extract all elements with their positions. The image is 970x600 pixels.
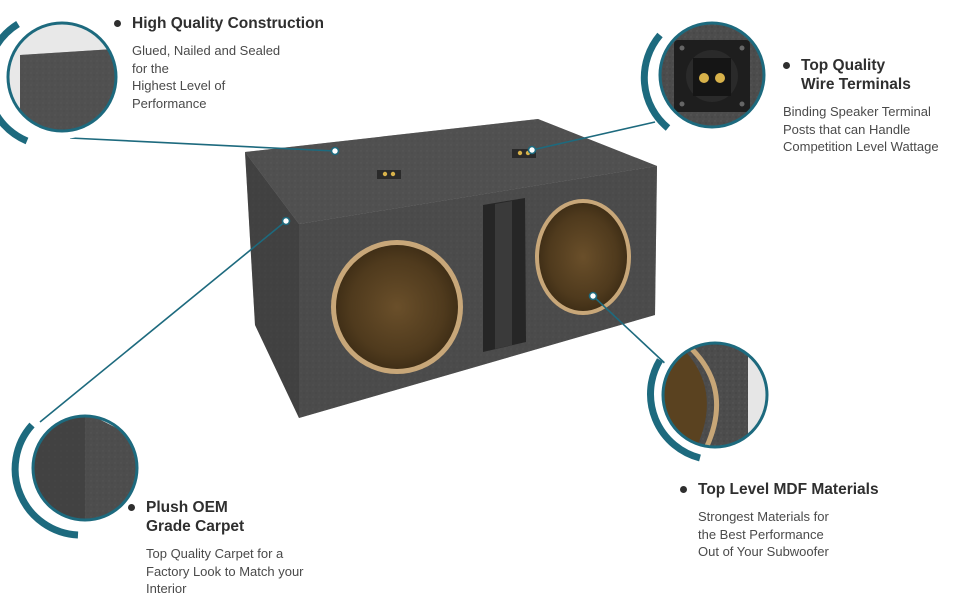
desc-line: Posts that can Handle bbox=[783, 121, 911, 137]
bullet-dot-icon bbox=[680, 486, 687, 493]
terminal-left bbox=[377, 170, 401, 179]
callout-line-carpet bbox=[39, 220, 287, 423]
feature-description: Top Quality Carpet for a Factory Look to… bbox=[128, 545, 304, 598]
feature-construction: High Quality Construction Glued, Nailed … bbox=[114, 14, 324, 112]
title-line: Top Quality bbox=[801, 57, 886, 74]
feature-title: Top Level MDF Materials bbox=[680, 480, 879, 499]
anchor-dot-mdf bbox=[588, 291, 598, 301]
detail-circle-carpet bbox=[11, 408, 145, 539]
desc-line: Strongest Materials for bbox=[698, 509, 829, 524]
feature-terminals: Top Quality Wire Terminals Binding Speak… bbox=[783, 56, 939, 156]
desc-line: Performance bbox=[132, 95, 207, 111]
desc-line: Out of Your Subwoofer bbox=[698, 544, 829, 559]
desc-line: Top Quality Carpet for a bbox=[146, 546, 284, 561]
callout-anchors bbox=[281, 145, 598, 301]
subwoofer-box bbox=[245, 119, 657, 418]
desc-line: Binding Speaker Terminal bbox=[783, 104, 931, 119]
desc-line: Highest Level of bbox=[132, 78, 226, 93]
bullet-dot-icon bbox=[128, 504, 135, 511]
detail-circle-mdf bbox=[647, 335, 775, 462]
desc-line: the Best Performance bbox=[698, 526, 824, 542]
title-line: Grade Carpet bbox=[146, 518, 245, 535]
callout-lines bbox=[39, 121, 671, 423]
feature-description: Binding Speaker Terminal Posts that can … bbox=[783, 103, 939, 156]
anchor-dot-construction bbox=[330, 146, 340, 156]
feature-mdf: Top Level MDF Materials Strongest Materi… bbox=[680, 480, 879, 561]
title-line: Plush OEM bbox=[146, 499, 228, 516]
desc-line: Factory Look to Match your bbox=[146, 563, 304, 579]
callout-line-terminals bbox=[531, 121, 656, 151]
callout-line-construction bbox=[69, 137, 336, 152]
detail-circle-construction bbox=[0, 15, 124, 145]
desc-line: for the bbox=[132, 60, 169, 76]
feature-title: Top Quality Wire Terminals bbox=[783, 56, 939, 94]
anchor-dot-carpet bbox=[281, 216, 291, 226]
feature-title: High Quality Construction bbox=[114, 14, 324, 33]
desc-line: Interior bbox=[146, 581, 187, 596]
feature-description: Glued, Nailed and Sealed for the Highest… bbox=[114, 42, 324, 112]
title-line: Top Level MDF Materials bbox=[698, 481, 879, 498]
detail-circle-terminals bbox=[641, 15, 772, 135]
feature-title: Plush OEM Grade Carpet bbox=[128, 498, 304, 536]
anchor-dot-terminals bbox=[527, 145, 537, 155]
desc-line: Competition Level Wattage bbox=[783, 139, 939, 154]
desc-line: Glued, Nailed and Sealed bbox=[132, 43, 281, 58]
bullet-dot-icon bbox=[783, 62, 790, 69]
callout-line-mdf bbox=[592, 295, 671, 369]
feature-description: Strongest Materials for the Best Perform… bbox=[680, 508, 879, 561]
bullet-dot-icon bbox=[114, 20, 121, 27]
feature-carpet: Plush OEM Grade Carpet Top Quality Carpe… bbox=[128, 498, 304, 598]
title-line: High Quality Construction bbox=[132, 15, 325, 32]
title-line: Wire Terminals bbox=[801, 76, 911, 93]
